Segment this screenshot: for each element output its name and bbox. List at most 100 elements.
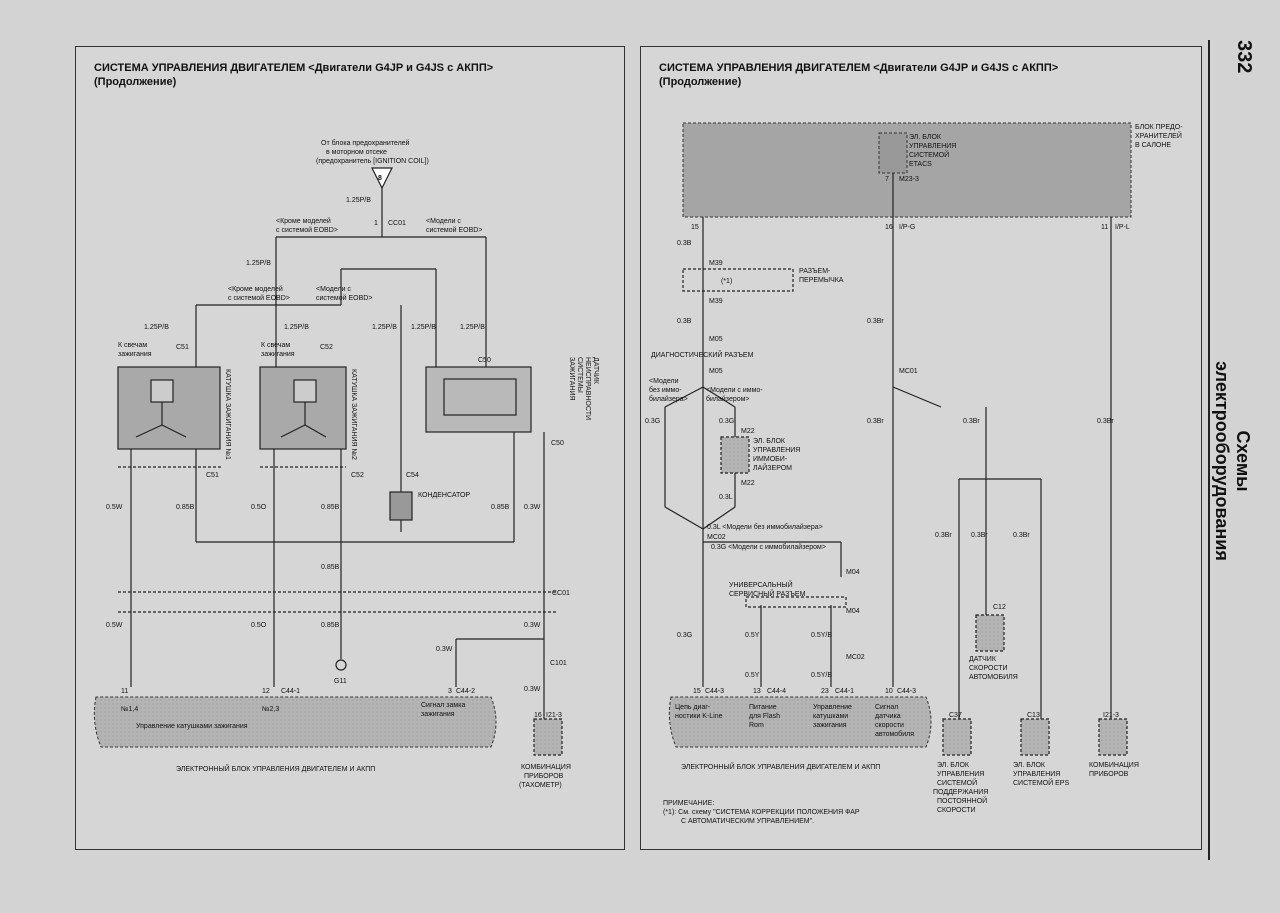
- coil-ctrl-c: зажигания: [813, 722, 847, 729]
- spark-plugs-1-b: зажигания: [118, 351, 152, 358]
- with-immo-a: <Модели с иммо-: [706, 387, 763, 394]
- wire-05y-2: 0.5Y: [745, 672, 760, 679]
- c54-label: C54: [406, 472, 419, 479]
- sensor-label-b: НЕИСПРАВНОСТИ: [584, 357, 591, 420]
- n14-label: №1,4: [121, 706, 138, 713]
- sensor-label-a: ДАТЧИК: [592, 357, 599, 385]
- jumper-a: РАЗЪЕМ-: [799, 268, 831, 275]
- flash-b: для Flash: [749, 713, 780, 720]
- right-wiring-diagram: БЛОК ПРЕДО- ХРАНИТЕЛЕЙ В САЛОНЕ ЭЛ. БЛОК…: [645, 122, 1183, 825]
- c13-label: C13: [1027, 712, 1040, 719]
- c51-bottom: C51: [206, 472, 219, 479]
- wire-03w-2: 0.3W: [524, 622, 541, 629]
- left-diagram-panel: СИСТЕМА УПРАВЛЕНИЯ ДВИГАТЕЛЕМ <Двигатели…: [75, 46, 625, 850]
- wire-03w-1: 0.3W: [524, 504, 541, 511]
- except-eobd-2-a: <Кроме моделей: [228, 285, 283, 293]
- wire-03b-1: 0.3B: [677, 240, 692, 247]
- wire-label-125pb-5: 1.25P/B: [372, 324, 397, 331]
- eps-a: ЭЛ. БЛОК: [1013, 762, 1046, 769]
- m23-3-label: M23-3: [899, 176, 919, 183]
- c44-1-right: C44-1: [835, 688, 854, 695]
- wire-label-125pb-4: 1.25P/B: [284, 324, 309, 331]
- c37-label: C37: [949, 712, 962, 719]
- right-diagram-panel: СИСТЕМА УПРАВЛЕНИЯ ДВИГАТЕЛЕМ <Двигатели…: [640, 46, 1202, 850]
- no-immo-c: билайзера>: [649, 395, 688, 403]
- except-eobd-1-a: <Кроме моделей: [276, 217, 331, 225]
- coil2-label: КАТУШКА ЗАЖИГАНИЯ №2: [350, 369, 357, 460]
- immo-ecu-d: ЛАЙЗЕРОМ: [753, 463, 792, 472]
- wire-03br-7: 0.3Br: [1013, 532, 1030, 539]
- ignition-coil-control: Управление катушками зажигания: [136, 723, 248, 730]
- i21-3-label: I21-3: [546, 712, 562, 719]
- m04-top: M04: [846, 569, 860, 576]
- jumper-b: ПЕРЕМЫЧКА: [799, 277, 844, 284]
- wire-05yb-2: 0.5Y/B: [811, 672, 832, 679]
- fuse-block-b: ХРАНИТЕЛЕЙ: [1135, 131, 1182, 140]
- pin-16: 16: [885, 224, 893, 231]
- wire-03br-1: 0.3Br: [867, 318, 884, 325]
- c12-label: C12: [993, 604, 1006, 611]
- cruise-d: ПОДДЕРЖАНИЯ: [933, 789, 988, 796]
- c44-1-label: C44-1: [281, 688, 300, 695]
- kline-b: ностики K-Line: [675, 713, 723, 720]
- left-subtitle: (Продолжение): [94, 76, 177, 88]
- wire-03g-2: 0.3G: [719, 418, 734, 425]
- fuse-block-a: БЛОК ПРЕДО-: [1135, 124, 1183, 131]
- cruise-c: СИСТЕМОЙ: [937, 778, 977, 787]
- m22-bottom: M22: [741, 480, 755, 487]
- cruise-b: УПРАВЛЕНИЯ: [937, 771, 984, 778]
- c44-3-left: C44-3: [705, 688, 724, 695]
- ecu-pin-15: 15: [693, 688, 701, 695]
- section-title-vertical: Схемы электрооборудования: [1212, 361, 1253, 561]
- right-cluster-b: ПРИБОРОВ: [1089, 771, 1129, 778]
- etacs-c: СИСТЕМОЙ: [909, 150, 949, 159]
- wire-03g-3: 0.3G: [677, 632, 692, 639]
- c44-3-right: C44-3: [897, 688, 916, 695]
- cruise-e: ПОСТОЯННОЙ: [937, 796, 987, 805]
- l-no-immo: 0.3L <Модели без иммобилайзера>: [707, 523, 823, 531]
- ecu-pin-23: 23: [821, 688, 829, 695]
- etacs-b: УПРАВЛЕНИЯ: [909, 143, 956, 150]
- cluster-b: ПРИБОРОВ: [524, 773, 564, 780]
- ipl-label: I/P-L: [1115, 224, 1130, 231]
- c50-top: C50: [478, 357, 491, 364]
- with-eobd-2-a: <Модели с: [316, 286, 351, 293]
- wire-03br-4: 0.3Br: [1097, 418, 1114, 425]
- pin-7: 7: [885, 176, 889, 183]
- wire-03b-2: 0.3B: [677, 318, 692, 325]
- immo-ecu-a: ЭЛ. БЛОК: [753, 438, 786, 445]
- spark-plugs-2-a: К свечам: [261, 342, 290, 349]
- ecu-pin-3: 3: [448, 688, 452, 695]
- sensor-label-c: СИСТЕМЫ: [576, 357, 583, 393]
- wire-05o-1: 0.5O: [251, 504, 267, 511]
- note-line1: (*1): См. схему "СИСТЕМА КОРРЕКЦИИ ПОЛОЖ…: [663, 809, 860, 816]
- ipg-label: I/P-G: [899, 224, 915, 231]
- pin-11: 11: [1101, 224, 1108, 231]
- m22-top: M22: [741, 428, 755, 435]
- g-with-immo: 0.3G <Модели с иммобилайзером>: [711, 543, 826, 551]
- wire-03w-3: 0.3W: [436, 646, 453, 653]
- n23-label: №2,3: [262, 706, 279, 713]
- coil-ctrl-a: Управление: [813, 704, 852, 711]
- cc01-lower: CC01: [552, 590, 570, 597]
- mc02-top: MC02: [707, 534, 726, 541]
- g11-label: G11: [334, 678, 347, 685]
- speed-sig-d: автомобиля: [875, 730, 914, 738]
- spark-plugs-1-a: К свечам: [118, 342, 147, 349]
- etacs-a: ЭЛ. БЛОК: [909, 134, 942, 141]
- left-wiring-diagram: От блока предохранителей в моторном отсе…: [93, 139, 599, 789]
- eps-c: СИСТЕМОЙ EPS: [1013, 778, 1069, 787]
- right-subtitle: (Продолжение): [659, 76, 742, 88]
- star1-label: (*1): [721, 278, 732, 285]
- no-immo-a: <Модели: [649, 378, 679, 385]
- univ-connector-a: УНИВЕРСАЛЬНЫЙ: [729, 580, 793, 589]
- wire-085b-3: 0.85B: [491, 504, 510, 511]
- flash-c: Rom: [749, 722, 764, 729]
- wire-05w-1: 0.5W: [106, 504, 123, 511]
- cruise-a: ЭЛ. БЛОК: [937, 762, 970, 769]
- speed-sig-b: датчика: [875, 713, 901, 720]
- etacs-d: ETACS: [909, 161, 932, 168]
- ecu-pin-12: 12: [262, 688, 270, 695]
- wire-03br-3: 0.3Br: [963, 418, 980, 425]
- wire-05w-2: 0.5W: [106, 622, 123, 629]
